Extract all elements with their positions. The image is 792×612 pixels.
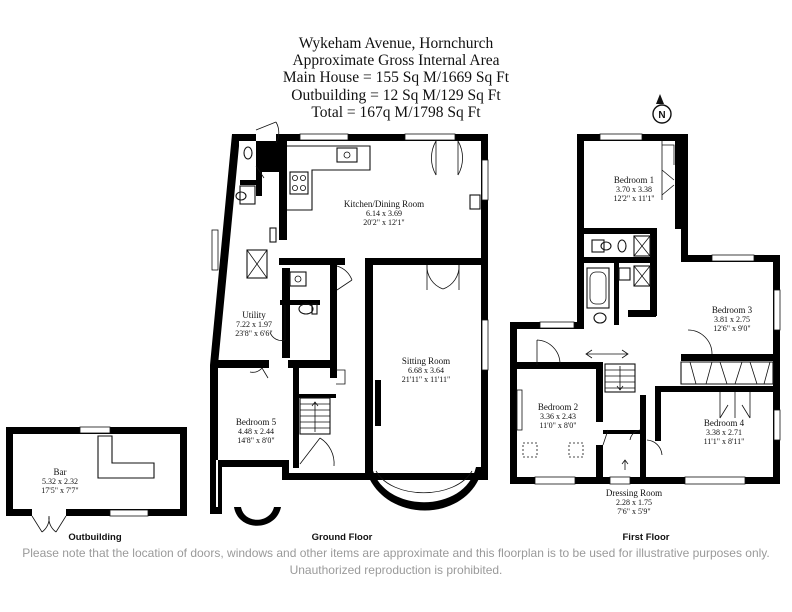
title-total: Total = 167q M/1798 Sq Ft <box>311 104 481 121</box>
room-dressing-metric: 2.28 x 1.75 <box>616 498 652 507</box>
room-bedroom5-imperial: 14'8" x 8'0" <box>237 436 274 445</box>
room-bedroom1-metric: 3.70 x 3.38 <box>616 185 652 194</box>
room-utility-imperial: 23'8" x 6'6" <box>235 329 272 338</box>
room-bedroom4-name: Bedroom 4 <box>704 418 745 428</box>
compass-letter: N <box>658 110 665 121</box>
room-bedroom2-imperial: 11'0" x 8'0" <box>539 421 576 430</box>
north-compass-icon: N <box>652 94 672 124</box>
room-bar-name: Bar <box>54 467 67 477</box>
room-kitchen-name: Kitchen/Dining Room <box>344 199 424 209</box>
room-bar-imperial: 17'5" x 7'7" <box>41 486 78 495</box>
ground-floor-plan: Kitchen/Dining Room 6.14 x 3.69 20'2" x … <box>210 121 489 526</box>
room-bedroom5-name: Bedroom 5 <box>236 417 277 427</box>
floor-label-outbuilding: Outbuilding <box>68 532 121 543</box>
room-utility-metric: 7.22 x 1.97 <box>236 320 272 329</box>
room-bedroom3-imperial: 12'6" x 9'0" <box>713 324 750 333</box>
room-sitting-name: Sitting Room <box>402 356 450 366</box>
room-bedroom1-imperial: 12'2" x 11'1" <box>613 194 654 203</box>
room-bedroom4-metric: 3.38 x 2.71 <box>706 428 742 437</box>
room-sitting-metric: 6.68 x 3.64 <box>408 366 444 375</box>
disclaimer-text: Please note that the location of doors, … <box>22 546 770 577</box>
room-bedroom3-metric: 3.81 x 2.75 <box>714 315 750 324</box>
title-address: Wykeham Avenue, Hornchurch <box>298 35 494 52</box>
room-bedroom3-name: Bedroom 3 <box>712 305 753 315</box>
room-bedroom5-metric: 4.48 x 2.44 <box>238 427 274 436</box>
room-bedroom2-name: Bedroom 2 <box>538 402 578 412</box>
room-sitting-imperial: 21'11" x 11'11" <box>402 375 451 384</box>
first-floor-plan: Bedroom 1 3.70 x 3.38 12'2" x 11'1" Bedr… <box>510 133 781 516</box>
room-dressing-imperial: 7'6" x 5'9" <box>617 507 650 516</box>
floor-label-first: First Floor <box>623 532 670 543</box>
title-main-house: Main House = 155 Sq M/1669 Sq Ft <box>282 69 510 86</box>
title-outbuilding: Outbuilding = 12 Sq M/129 Sq Ft <box>291 87 501 104</box>
room-kitchen-imperial: 20'2" x 12'1" <box>363 218 404 227</box>
room-utility-name: Utility <box>242 310 266 320</box>
outbuilding-plan: Bar 5.32 x 2.32 17'5" x 7'7" <box>6 426 187 533</box>
title-area-heading: Approximate Gross Internal Area <box>292 52 500 69</box>
room-kitchen-metric: 6.14 x 3.69 <box>366 209 402 218</box>
room-bedroom1-name: Bedroom 1 <box>614 175 654 185</box>
room-bedroom4-imperial: 11'1" x 8'11" <box>704 437 745 446</box>
room-dressing-name: Dressing Room <box>606 488 662 498</box>
room-bedroom2-metric: 3.36 x 2.43 <box>540 412 576 421</box>
floor-label-ground: Ground Floor <box>312 532 373 543</box>
room-bar-metric: 5.32 x 2.32 <box>42 477 78 486</box>
